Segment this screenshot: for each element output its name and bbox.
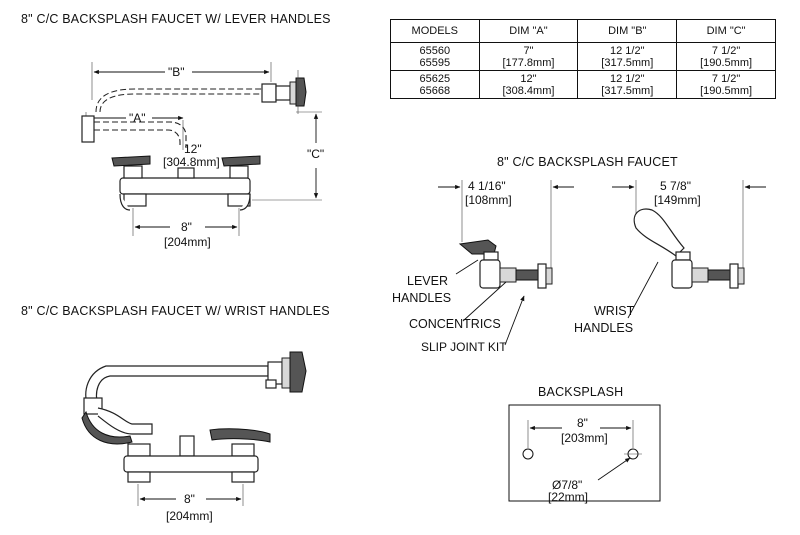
table-cell-dim-a: 12"[308.4mm]	[478, 70, 579, 99]
wrist-depth-mm: [149mm]	[654, 193, 701, 207]
lever-depth-mm: [108mm]	[465, 193, 512, 207]
wrist-faucet-drawing	[81, 351, 307, 506]
table-cell-dim-c: 7 1/2"[190.5mm]	[676, 42, 776, 71]
dim-c-label: "C"	[307, 147, 325, 161]
hole-diameter-mm: [22mm]	[548, 490, 589, 504]
table-header: MODELS	[390, 19, 480, 43]
concentrics-callout: CONCENTRICS	[409, 317, 501, 331]
wrist-handles-callout-2: HANDLES	[574, 321, 634, 335]
lever-faucet-drawing	[81, 62, 322, 236]
title-lever-handles: 8" C/C BACKSPLASH FAUCET W/ LEVER HANDLE…	[21, 12, 331, 26]
table-header: DIM "B"	[577, 19, 678, 43]
title-backsplash: BACKSPLASH	[538, 385, 624, 399]
center-dim-inches: 8"	[181, 220, 192, 234]
lever-depth-inches: 4 1/16"	[468, 179, 506, 193]
wrist-center-dim-mm: [204mm]	[166, 509, 213, 523]
dim-a-label: "A"	[129, 111, 146, 125]
wrist-center-dim-inches: 8"	[184, 492, 195, 506]
wrist-handles-callout-1: WRIST	[594, 304, 635, 318]
side-view-wrist-drawing	[612, 180, 766, 319]
table-cell-dim-c: 7 1/2"[190.5mm]	[676, 70, 776, 99]
table-header: DIM "A"	[478, 19, 579, 43]
lever-handles-callout-2: HANDLES	[392, 291, 452, 305]
lever-handles-callout-1: LEVER	[407, 274, 448, 288]
wrist-depth-inches: 5 7/8"	[660, 179, 691, 193]
hole-spacing-inches: 8"	[577, 416, 588, 430]
backsplash-drawing	[508, 404, 661, 502]
spout-length-inches: 12"	[184, 142, 202, 156]
table-cell-dim-b: 12 1/2"[317.5mm]	[577, 70, 678, 99]
dim-b-label: "B"	[168, 65, 185, 79]
table-cell-dim-b: 12 1/2"[317.5mm]	[577, 42, 678, 71]
title-wrist-handles: 8" C/C BACKSPLASH FAUCET W/ WRIST HANDLE…	[21, 304, 330, 318]
title-backsplash-faucet: 8" C/C BACKSPLASH FAUCET	[497, 155, 678, 169]
center-dim-mm: [204mm]	[164, 235, 211, 249]
hole-diameter-inches: Ø7/8"	[552, 478, 583, 492]
spout-length-mm: [304.8mm]	[163, 155, 220, 169]
table-cell-dim-a: 7"[177.8mm]	[478, 42, 579, 71]
table-header-row: MODELS DIM "A" DIM "B" DIM "C"	[390, 19, 776, 43]
side-view-lever-drawing	[438, 180, 574, 346]
slip-joint-kit-callout: SLIP JOINT KIT	[421, 340, 507, 354]
hole-spacing-mm: [203mm]	[561, 431, 608, 445]
table-header: DIM "C"	[676, 19, 776, 43]
